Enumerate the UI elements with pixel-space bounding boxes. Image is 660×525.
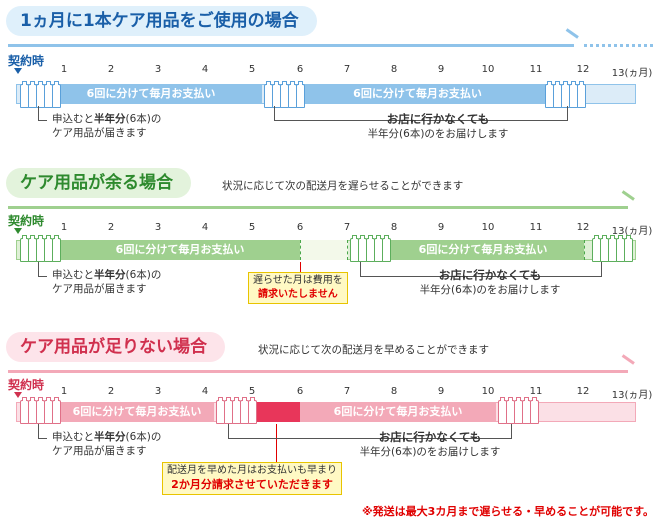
delayed-month-gap xyxy=(300,240,348,260)
month-label: 2 xyxy=(107,222,115,233)
contract-label: 契約時 xyxy=(8,54,45,68)
month-label: 6 xyxy=(296,222,304,233)
warning-pointer xyxy=(300,262,301,272)
note-right: お店に行かなくても半年分(6本)のをお届けします xyxy=(419,268,561,296)
tick-divider xyxy=(584,240,585,260)
bottles-icon xyxy=(20,396,61,424)
month-label: 10 xyxy=(481,386,495,397)
payment-segment-label: 6回に分けて毎月お支払い xyxy=(115,243,245,256)
month-label: 1 xyxy=(60,386,68,397)
section-description: 状況に応じて次の配送月を早めることができます xyxy=(258,344,489,356)
payment-segment xyxy=(300,402,496,422)
arrow-head xyxy=(621,354,635,365)
footer-note: ※発送は最大3カ月まで遅らせる・早めることが可能です。 xyxy=(361,505,654,518)
month-label: 5 xyxy=(248,386,256,397)
month-label: 11 xyxy=(529,386,543,397)
section-title: ケア用品が足りない場合 xyxy=(6,332,225,362)
month-label: 1 xyxy=(60,64,68,75)
month-label: 4 xyxy=(201,64,209,75)
month-label: 10 xyxy=(481,222,495,233)
month-label: 12 xyxy=(576,222,590,233)
bottles-icon xyxy=(264,80,305,108)
timeline-arrow xyxy=(8,44,574,47)
payment-segment-label: 6回に分けて毎月お支払い xyxy=(333,405,463,418)
month-label: 9 xyxy=(437,386,445,397)
payment-segment xyxy=(40,84,262,104)
contract-label: 契約時 xyxy=(8,214,45,228)
bottles-icon xyxy=(592,234,633,262)
section-title: 1ヵ月に1本ケア用品をご使用の場合 xyxy=(6,6,317,36)
month-label: 3 xyxy=(154,386,162,397)
month-label: 4 xyxy=(201,222,209,233)
month-label: 13(ヵ月) xyxy=(611,390,653,401)
month-label: 2 xyxy=(107,386,115,397)
payment-segment-label: 6回に分けて毎月お支払い xyxy=(86,87,216,100)
month-label: 10 xyxy=(481,64,495,75)
contract-marker-icon xyxy=(14,392,22,398)
month-label: 13(ヵ月) xyxy=(611,68,653,79)
month-label: 3 xyxy=(154,222,162,233)
warning-box: 遅らせた月は費用を請求いたしません xyxy=(248,272,348,304)
warning-pointer xyxy=(276,424,277,462)
month-label: 6 xyxy=(296,386,304,397)
month-label: 11 xyxy=(529,64,543,75)
bottles-icon xyxy=(545,80,586,108)
note-left: 申込むと半年分(6本)のケア用品が届きます xyxy=(52,431,162,457)
contract-label: 契約時 xyxy=(8,378,45,392)
month-label: 7 xyxy=(343,386,351,397)
month-label: 3 xyxy=(154,64,162,75)
timeline-arrow xyxy=(8,370,628,373)
bottles-icon xyxy=(216,396,257,424)
month-label: 8 xyxy=(390,222,398,233)
month-label: 12 xyxy=(576,64,590,75)
contract-marker-icon xyxy=(14,228,22,234)
pointer-line xyxy=(38,262,47,277)
month-label: 4 xyxy=(201,386,209,397)
month-label: 13(ヵ月) xyxy=(611,226,653,237)
note-left: 申込むと半年分(6本)のケア用品が届きます xyxy=(52,269,162,295)
month-label: 9 xyxy=(437,222,445,233)
payment-segment-label: 6回に分けて毎月お支払い xyxy=(418,243,548,256)
pointer-line xyxy=(38,106,47,121)
month-label: 8 xyxy=(390,386,398,397)
month-label: 9 xyxy=(437,64,445,75)
contract-marker-icon xyxy=(14,68,22,74)
section-title: ケア用品が余る場合 xyxy=(6,168,191,198)
section-description: 状況に応じて次の配送月を遅らせることができます xyxy=(222,180,464,192)
bottles-icon xyxy=(20,80,61,108)
pointer-bracket xyxy=(228,424,512,439)
note-right: お店に行かなくても半年分(6本)のをお届けします xyxy=(359,430,501,458)
payment-segment xyxy=(60,402,214,422)
month-label: 1 xyxy=(60,222,68,233)
payment-segment-label: 6回に分けて毎月お支払い xyxy=(72,405,202,418)
month-label: 5 xyxy=(248,222,256,233)
arrow-head xyxy=(621,190,635,201)
arrow-dots xyxy=(584,44,656,47)
month-label: 11 xyxy=(529,222,543,233)
month-label: 12 xyxy=(576,386,590,397)
note-left: 申込むと半年分(6本)のケア用品が届きます xyxy=(52,113,162,139)
early-month-highlight xyxy=(254,402,300,422)
arrow-head xyxy=(565,28,579,39)
pointer-bracket xyxy=(274,106,568,121)
bottles-icon xyxy=(20,234,61,262)
payment-segment xyxy=(60,240,300,260)
month-label: 7 xyxy=(343,64,351,75)
month-label: 5 xyxy=(248,64,256,75)
pointer-line xyxy=(38,424,47,439)
note-right: お店に行かなくても半年分(6本)のをお届けします xyxy=(367,112,509,140)
pointer-bracket xyxy=(360,262,602,277)
bottles-icon xyxy=(498,396,539,424)
bottles-icon xyxy=(350,234,391,262)
month-label: 8 xyxy=(390,64,398,75)
timeline-arrow xyxy=(8,206,628,209)
payment-segment xyxy=(290,84,585,104)
month-label: 2 xyxy=(107,64,115,75)
month-label: 6 xyxy=(296,64,304,75)
payment-segment-label: 6回に分けて毎月お支払い xyxy=(353,87,482,100)
month-label: 7 xyxy=(343,222,351,233)
payment-segment xyxy=(382,240,584,260)
